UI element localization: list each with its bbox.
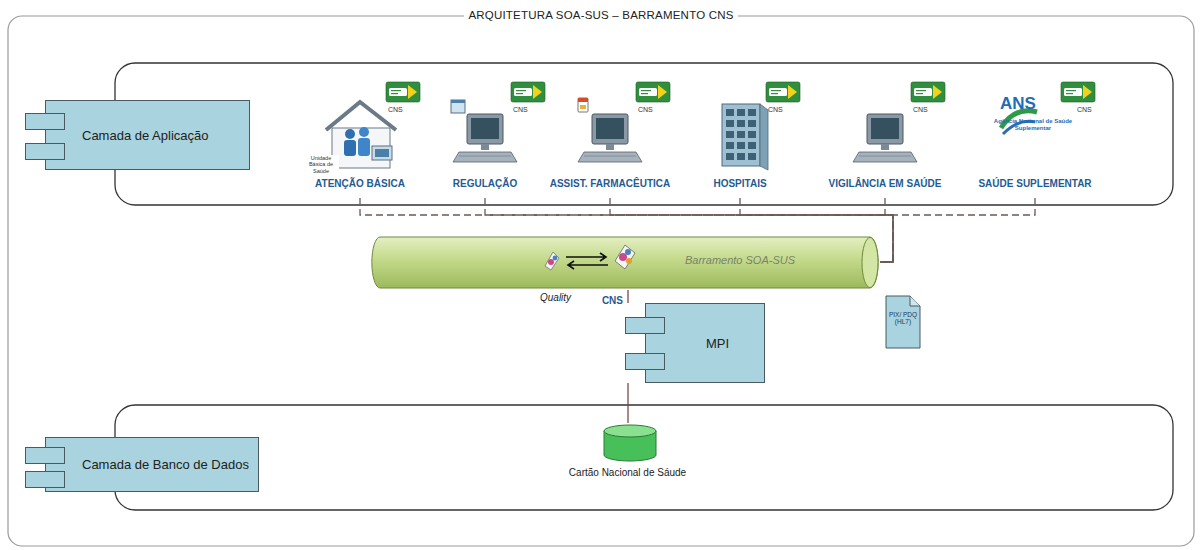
annotation-label: Agência Nacional de Saúde Suplementar [985, 118, 1081, 132]
component-body: Camada de Aplicação [45, 100, 250, 170]
edge-label: CNS [601, 295, 624, 306]
application-icon [540, 78, 680, 178]
application-node: CNSHOSPITAIS [670, 78, 810, 196]
diagram-title: ARQUITETURA SOA-SUS – BARRAMENTO CNS [464, 9, 737, 21]
cns-tag: CNS [913, 106, 928, 113]
database-cylinder: Cartão Nacional de Sáude [555, 423, 700, 485]
component-box: Camada de Banco de Dados [25, 437, 259, 492]
component-box: MPI [625, 303, 765, 383]
application-node: CNSREGULAÇÃO [415, 78, 555, 196]
component-label: Camada de Banco de Dados [82, 457, 249, 472]
tab-lower [25, 471, 65, 488]
application-node: CNSVIGILÂNCIA EM SAÚDE [815, 78, 955, 196]
tab-lower [625, 353, 665, 370]
application-node: CNSATENÇÃO BÁSICA [290, 78, 430, 196]
database-band [115, 405, 1173, 510]
application-label: HOSPITAIS [650, 178, 830, 189]
connector [880, 198, 1035, 262]
connector [627, 383, 628, 423]
component-box: Camada de Aplicação [25, 100, 250, 170]
application-icon [815, 78, 955, 178]
connector [880, 198, 893, 262]
application-label: ASSIST. FARMACÊUTICA [520, 178, 700, 189]
application-band [115, 63, 1173, 205]
application-label: SAÚDE SUPLEMENTAR [945, 178, 1125, 189]
component-body: Camada de Banco de Dados [45, 437, 259, 492]
service-bus: Barramento SOA-SUS [370, 235, 880, 290]
annotation-label: PIX/ PDQ (HL7) [887, 311, 919, 326]
application-icon [415, 78, 555, 178]
document-icon [886, 296, 920, 348]
cns-tag: CNS [513, 106, 528, 113]
application-node: CNSASSIST. FARMACÊUTICA [540, 78, 680, 196]
tab-upper [25, 447, 65, 464]
bus-pipe [370, 235, 880, 290]
application-label: REGULAÇÃO [395, 178, 575, 189]
tab-lower [25, 143, 65, 160]
tab-upper [625, 317, 665, 334]
database-label: Cartão Nacional de Sáude [555, 467, 700, 478]
title-bar: ARQUITETURA SOA-SUS – BARRAMENTO CNS [0, 9, 1202, 21]
annotation-label: ANS [1000, 94, 1036, 114]
cns-tag: CNS [388, 106, 403, 113]
cns-tag: CNS [768, 106, 783, 113]
cns-tag: CNS [638, 106, 653, 113]
application-label: VIGILÂNCIA EM SAÚDE [795, 178, 975, 189]
database-symbol [600, 423, 660, 463]
application-label: ATENÇÃO BÁSICA [270, 178, 450, 189]
component-label: Camada de Aplicação [82, 128, 208, 143]
cns-tag: CNS [1077, 106, 1092, 113]
connector [627, 290, 628, 303]
annotation-label: Unidade Básica de Saúde [303, 155, 339, 174]
tab-upper [25, 113, 65, 130]
component-body: MPI [645, 303, 765, 383]
outer-frame [8, 16, 1194, 546]
annotation-label: Quality [540, 292, 571, 304]
application-icon [670, 78, 810, 178]
component-label: MPI [706, 336, 729, 351]
bus-label: Barramento SOA-SUS [685, 254, 795, 266]
